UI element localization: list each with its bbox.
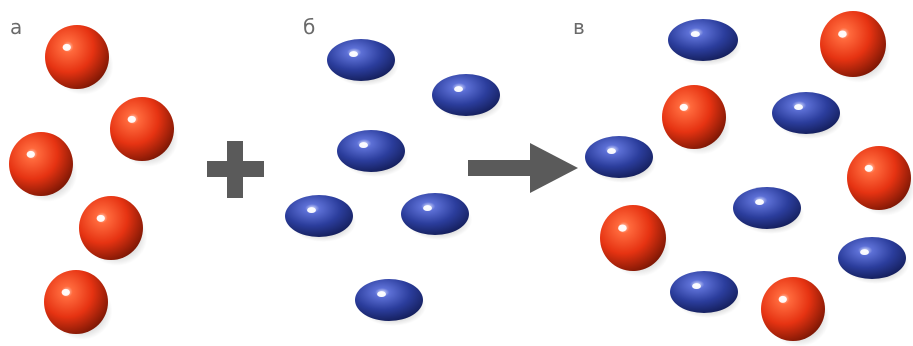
blue-particle-b-2 [432, 74, 504, 121]
blue-particle-b-4 [285, 195, 357, 242]
plus-icon [207, 141, 264, 198]
blue-particle-c-1 [668, 19, 742, 66]
blue-particle-c-3 [585, 136, 657, 183]
arrow-right-icon [468, 143, 578, 193]
blue-particle-c-2 [772, 92, 844, 139]
red-particle-c-3 [847, 146, 913, 216]
blue-particle-c-6 [670, 271, 742, 318]
red-particle-c-4 [600, 205, 671, 277]
red-particle-a-2 [110, 97, 179, 167]
red-particle-a-5 [44, 270, 113, 340]
red-particle-c-2 [662, 85, 731, 155]
blue-particle-b-3 [337, 130, 409, 177]
red-particle-c-5 [761, 277, 830, 346]
panel-label-b: б [303, 15, 315, 39]
blue-particle-c-5 [838, 237, 910, 284]
panel-label-a: а [10, 15, 22, 39]
red-particle-a-4 [79, 196, 148, 266]
blue-particle-b-5 [401, 193, 473, 240]
red-particle-a-3 [9, 132, 78, 202]
blue-particle-c-4 [733, 187, 805, 234]
red-particle-c-1 [820, 11, 891, 83]
panel-label-c: в [573, 15, 585, 39]
particles-layer [9, 11, 913, 346]
red-particle-a-1 [45, 25, 114, 95]
blue-particle-b-6 [355, 279, 427, 326]
blue-particle-b-1 [327, 39, 399, 86]
